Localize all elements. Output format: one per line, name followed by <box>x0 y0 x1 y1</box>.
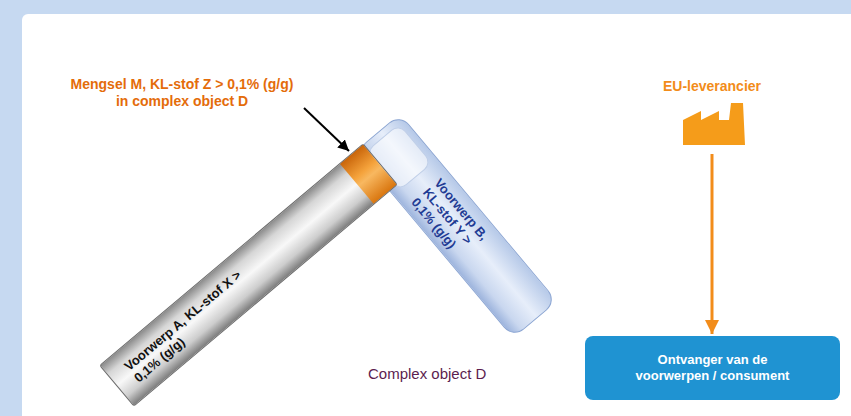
supplier-label: EU-leverancier <box>655 78 769 95</box>
supplier-factory: EU-leverancier <box>655 76 769 150</box>
object-label: Complex object D <box>368 365 528 383</box>
callout-label: Mengsel M, KL-stof Z > 0,1% (g/g) in com… <box>66 76 298 110</box>
factory-shape <box>683 103 745 145</box>
box-text: Ontvanger van de voorwerpen / consument <box>627 352 799 384</box>
recipient-box: Ontvanger van de voorwerpen / consument <box>585 336 840 400</box>
leader-line <box>304 108 349 151</box>
flow-arrow <box>711 154 714 334</box>
